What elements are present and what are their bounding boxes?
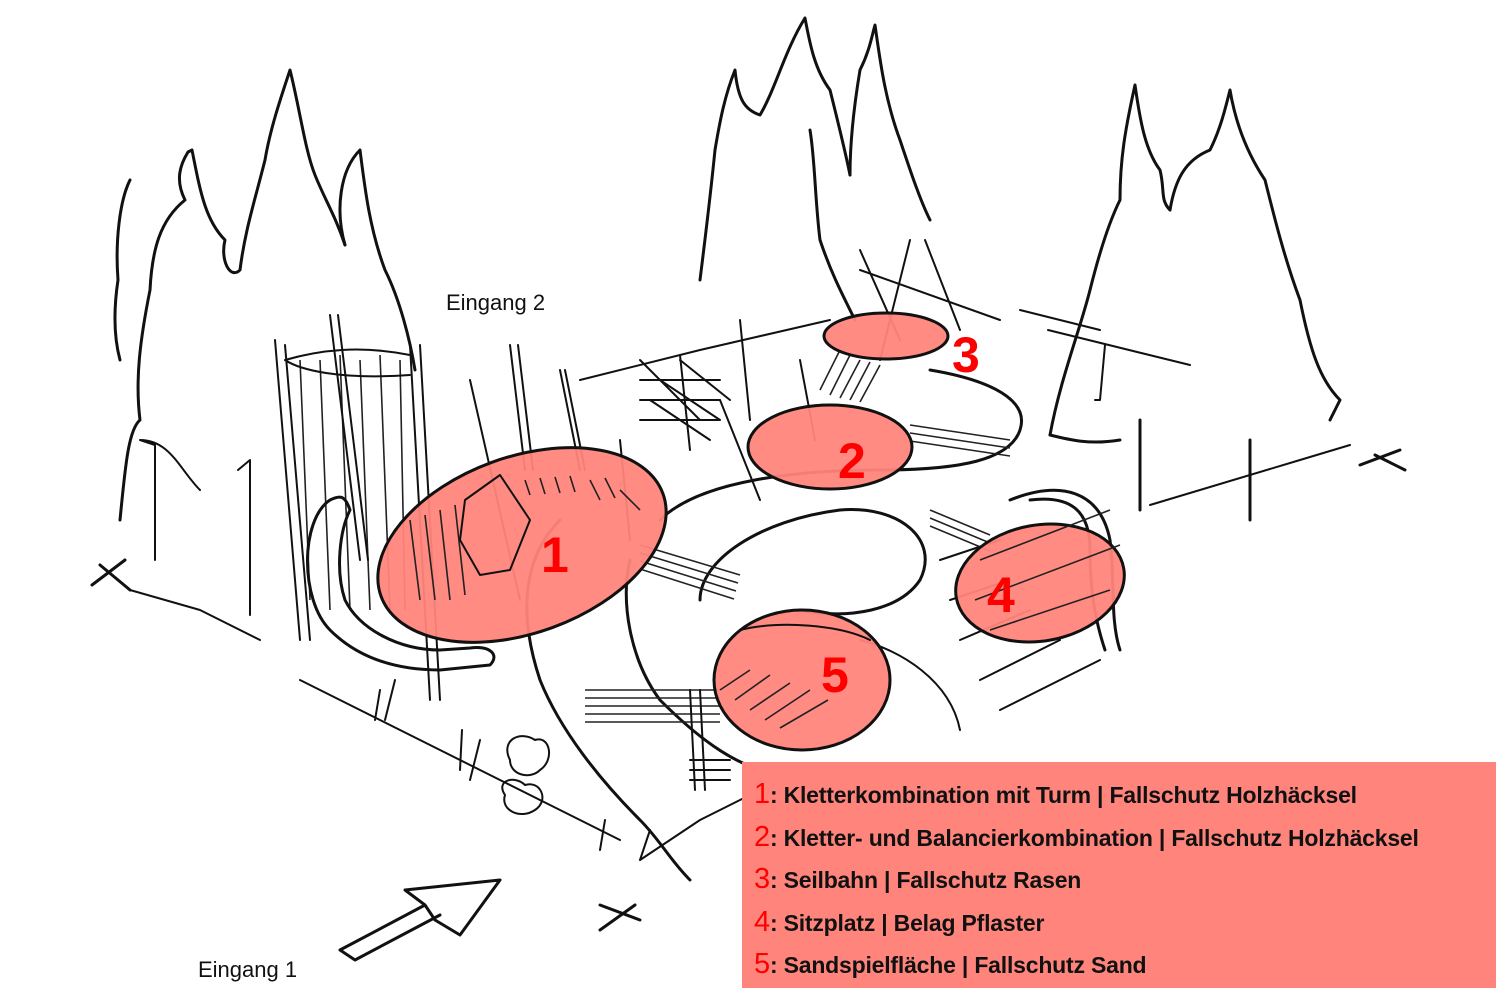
legend-item-2: 2: Kletter- und Balancierkombination | F… — [754, 819, 1496, 862]
legend-item-5: 5: Sandspielfläche | Fallschutz Sand — [754, 946, 1496, 989]
legend-key-1: 1 — [754, 778, 770, 810]
zone-number-2: 2 — [838, 433, 866, 489]
legend-key-3: 3 — [754, 863, 770, 896]
legend-text-3: : Seilbahn | Fallschutz Rasen — [769, 867, 1082, 894]
tree-group-left — [90, 68, 417, 641]
tree-group-center — [698, 16, 932, 322]
zone-5-area[interactable] — [712, 608, 892, 752]
legend-item-4: 4: Sitzplatz | Belag Pflaster — [754, 904, 1496, 947]
tree-group-right — [1047, 83, 1407, 522]
zone-3-area[interactable] — [822, 311, 950, 361]
zone-number-3: 3 — [952, 327, 980, 383]
bushes — [374, 679, 651, 861]
legend-text-4: : Sitzplatz | Belag Pflaster — [769, 909, 1045, 936]
arrow-up-right-icon — [338, 878, 502, 962]
legend-box: 1: Kletterkombination mit Turm | Fallsch… — [742, 762, 1496, 988]
legend-item-3: 3: Seilbahn | Fallschutz Rasen — [754, 861, 1496, 904]
legend-key-5: 5 — [754, 948, 770, 981]
zone-number-5: 5 — [821, 647, 849, 703]
zone-number-1: 1 — [541, 527, 569, 583]
zone-number-4: 4 — [987, 567, 1015, 623]
legend-key-4: 4 — [754, 905, 770, 938]
zones — [376, 311, 1126, 752]
legend-key-2: 2 — [754, 820, 770, 853]
legend-text-1: : Kletterkombination mit Turm | Fallschu… — [769, 782, 1357, 808]
legend-item-1: 1: Kletterkombination mit Turm | Fallsch… — [754, 776, 1496, 819]
legend-text-5: : Sandspielfläche | Fallschutz Sand — [769, 952, 1147, 979]
entrance-1-label: Eingang 1 — [198, 957, 298, 982]
entrance-2-label: Eingang 2 — [446, 290, 546, 315]
slide-left — [306, 495, 496, 672]
zone-2-area[interactable] — [746, 403, 914, 491]
legend-text-2: : Kletter- und Balancierkombination | Fa… — [769, 824, 1419, 851]
